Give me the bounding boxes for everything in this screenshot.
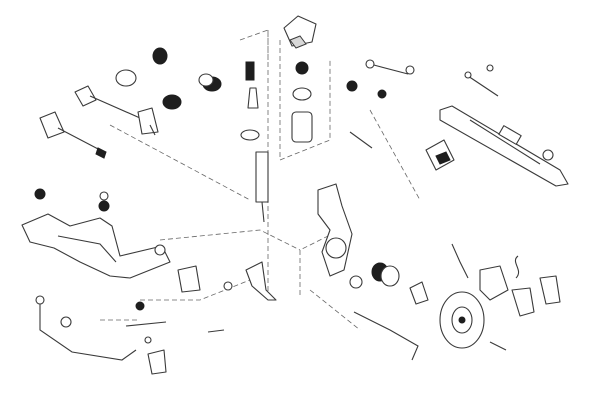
leader-lines: [100, 29, 421, 331]
steering-rack: [439, 105, 569, 187]
rack-boots: [425, 139, 455, 171]
strut-assembly: [240, 61, 269, 223]
brake-hose: [353, 243, 469, 361]
cv-boots: [115, 47, 222, 110]
tie-rod-ends: [349, 64, 499, 149]
lower-control-arm: [21, 188, 171, 279]
brackets: [177, 261, 277, 301]
upper-control-link: [346, 59, 415, 92]
coil-spring: [291, 61, 313, 143]
brake-caliper: [479, 255, 561, 317]
wheel-hub: [349, 262, 429, 305]
stabilizer-bar: [35, 295, 145, 361]
drive-shaft-lower: [39, 111, 107, 159]
steering-knuckle: [317, 183, 353, 277]
drive-shaft-upper: [74, 85, 159, 136]
top-mount: [283, 15, 317, 49]
brake-disc: [439, 291, 507, 351]
stabilizer-links: [125, 321, 225, 375]
